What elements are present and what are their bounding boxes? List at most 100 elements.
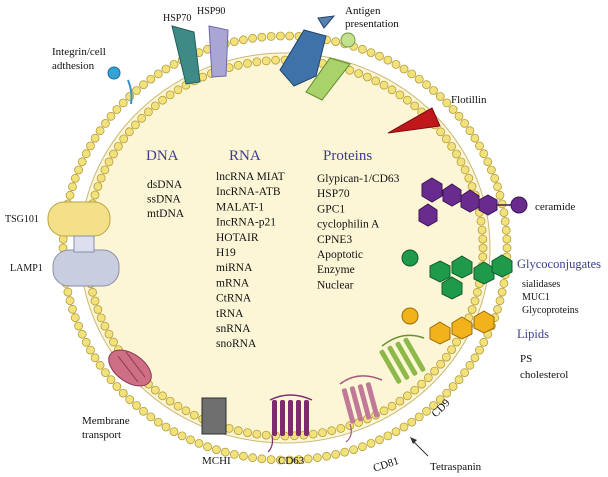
lipid-head-inner <box>430 366 440 376</box>
lipid-item-2: cholesterol <box>520 369 568 381</box>
mchi-label: MCHI <box>202 455 231 467</box>
lipid-head-outer <box>454 111 464 121</box>
lipid-head-inner <box>354 69 364 78</box>
lipid-head-inner <box>261 430 271 440</box>
lipid-head-outer <box>139 406 148 416</box>
lipid-head-inner <box>158 95 168 105</box>
lipid-head-outer <box>81 149 91 159</box>
lipid-head-inner <box>165 90 175 100</box>
lipid-head-outer <box>414 412 424 422</box>
lipid-head-outer <box>65 296 75 306</box>
cd9-icon <box>379 334 426 384</box>
cd63-icon <box>267 394 313 453</box>
lipid-head-inner <box>441 134 451 144</box>
ceramide-icon <box>418 177 528 227</box>
lipid-head-outer <box>294 455 304 465</box>
lipid-head-outer <box>86 141 95 151</box>
lipid-head-outer <box>486 165 496 175</box>
lipid-head-outer <box>63 287 73 297</box>
lipid-head-inner <box>100 321 110 331</box>
lipid-head-outer <box>275 455 285 465</box>
lipid-head-outer <box>248 453 258 463</box>
lipid-head-outer <box>229 37 239 46</box>
lipid-head-outer <box>285 455 295 465</box>
lipid-head-inner <box>90 296 100 306</box>
lipid-head-outer <box>435 92 445 101</box>
rna-item: H19 <box>216 247 236 259</box>
membrane-outer-leaflet <box>58 31 512 465</box>
lipid-head-outer <box>70 173 80 183</box>
antigen-presentation-icon <box>279 15 356 101</box>
lipid-head-outer <box>74 321 83 331</box>
lipid-head-outer <box>454 375 464 385</box>
lipid-head-outer <box>429 86 438 95</box>
lipid-head-inner <box>243 59 252 68</box>
lipid-head-inner <box>114 141 123 151</box>
lipid-head-outer <box>118 388 128 398</box>
lipid-head-outer <box>303 454 313 464</box>
lipid-head-inner <box>271 55 281 65</box>
lipid-head-inner <box>109 149 118 159</box>
lipid-head-inner <box>456 157 466 167</box>
lipid-head-inner <box>447 345 457 355</box>
proteins-item: Apoptotic <box>317 249 363 261</box>
lipid-head-outer <box>220 447 230 457</box>
rna-item: tRNA <box>216 308 244 320</box>
lipid-head-inner <box>158 391 168 401</box>
lipid-head-outer <box>118 98 128 108</box>
lipid-head-inner <box>165 396 175 406</box>
lipid-head-inner <box>345 65 355 75</box>
lipid-head-inner <box>441 352 451 362</box>
lipid-head-outer <box>139 80 148 90</box>
glyco-item-1: sialidases <box>522 279 560 290</box>
lipid-head-inner <box>88 287 97 297</box>
lipid-head-outer <box>465 360 475 370</box>
lipid-head-outer <box>90 353 100 363</box>
proteins-item: cyclophilin A <box>317 219 380 231</box>
cd81-icon <box>339 375 383 443</box>
lipid-head-inner <box>130 120 140 130</box>
lamp1-label: LAMP1 <box>10 263 43 274</box>
lipid-head-outer <box>500 216 510 226</box>
lipid-head-inner <box>109 337 118 347</box>
lipids-icon <box>401 307 495 345</box>
lipid-head-outer <box>407 417 417 427</box>
lipid-head-outer <box>331 37 341 46</box>
glyco-item-3: Glycoproteins <box>522 305 579 316</box>
lipid-head-outer <box>331 449 341 459</box>
lipid-head-outer <box>125 395 135 404</box>
lipid-head-inner <box>417 379 427 389</box>
cd63-label: CD63 <box>278 455 305 467</box>
lipid-head-outer <box>414 74 424 84</box>
lipid-head-inner <box>96 313 106 323</box>
proteins-item: Nuclear <box>317 279 354 291</box>
lipid-head-outer <box>470 353 480 363</box>
lipid-head-outer <box>442 98 452 108</box>
flotillin-label: Flotillin <box>451 94 487 106</box>
cd81-label: CD81 <box>372 455 401 475</box>
proteins-item: GPC1 <box>317 203 345 215</box>
lipid-head-outer <box>366 48 376 57</box>
tsg101-icon <box>47 201 111 237</box>
lipid-head-outer <box>169 60 179 69</box>
lipid-head-outer <box>81 337 91 347</box>
lipid-head-inner <box>371 76 381 86</box>
rna-item: IncRNA-p21 <box>216 217 276 229</box>
lipid-head-inner <box>452 149 461 159</box>
lipid-head-inner <box>379 80 389 90</box>
hsp90-icon <box>208 25 229 78</box>
rna-item: IncRNA-ATB <box>216 186 281 198</box>
lipid-head-outer <box>495 190 505 200</box>
hsp70-label: HSP70 <box>163 13 191 24</box>
lipid-head-outer <box>169 427 179 437</box>
lipid-head-outer <box>429 401 438 410</box>
lipid-head-inner <box>150 385 160 395</box>
lipid-head-inner <box>104 157 114 167</box>
flotillin-icon <box>387 107 441 134</box>
lipid-head-inner <box>478 234 488 244</box>
lipid-head-outer <box>479 149 489 159</box>
proteins-item: Enzyme <box>317 264 355 276</box>
lipid-head-outer <box>490 173 500 183</box>
